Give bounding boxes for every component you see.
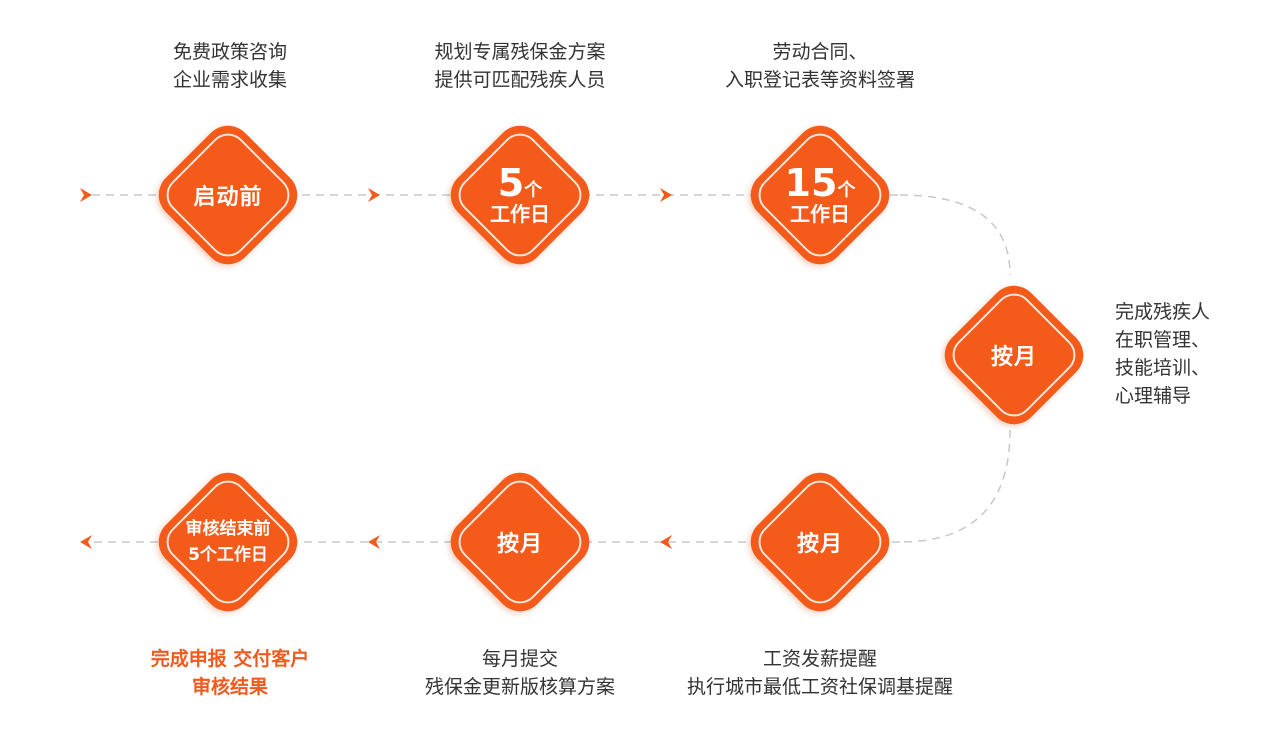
step-diamond-monthly-salary: 按月 <box>740 462 900 622</box>
step-description: 劳动合同、 入职登记表等资料签署 <box>724 41 915 91</box>
step-diamond-plan: 5个 工作日 <box>440 115 600 275</box>
step-diamond-monthly-management: 按月 <box>934 275 1094 435</box>
right-curve-top <box>899 194 1011 276</box>
step-label-line: 5个工作日 <box>188 545 268 565</box>
step-description: 免费政策咨询 企业需求收集 <box>172 41 287 91</box>
step-label: 5个 工作日 <box>490 164 550 226</box>
arrow-left-icon <box>660 535 672 549</box>
arrow-left-icon <box>80 535 92 549</box>
step-description: 每月提交 残保金更新版核算方案 <box>424 648 615 698</box>
step-label: 启动前 <box>193 185 263 210</box>
right-curve-bottom <box>899 429 1011 543</box>
step-label: 审核结束前 5个工作日 <box>186 516 271 568</box>
step-label-line: 审核结束前 <box>185 519 271 539</box>
arrow-left-icon <box>368 535 380 549</box>
step-day-label: 工作日 <box>789 202 850 226</box>
arrow-right-icon <box>80 188 92 202</box>
step-diamond-pre-launch: 启动前 <box>148 115 308 275</box>
step-diamond-contract: 15个 工作日 <box>740 115 900 275</box>
step-day-label: 工作日 <box>490 202 550 226</box>
step-day-count: 5 <box>497 161 525 205</box>
step-diamond-review-end: 审核结束前 5个工作日 <box>148 462 308 622</box>
step-label: 15个 工作日 <box>785 164 856 226</box>
step-label: 按月 <box>796 532 843 557</box>
step-day-unit: 个 <box>524 180 543 201</box>
step-day-unit: 个 <box>837 180 856 201</box>
step-description: 完成残疾人 在职管理、 技能培训、 心理辅导 <box>1115 301 1211 407</box>
step-label: 按月 <box>990 345 1037 370</box>
step-diamond-monthly-report: 按月 <box>440 462 600 622</box>
arrow-right-icon <box>660 188 672 202</box>
arrow-right-icon <box>368 188 380 202</box>
step-label: 按月 <box>496 532 543 557</box>
step-description: 工资发薪提醒 执行城市最低工资社保调基提醒 <box>686 648 953 698</box>
step-description: 规划专属残保金方案 提供可匹配残疾人员 <box>434 41 606 91</box>
step-day-count: 15 <box>784 161 838 205</box>
step-description-highlight: 完成申报 交付客户 审核结果 <box>150 648 310 698</box>
